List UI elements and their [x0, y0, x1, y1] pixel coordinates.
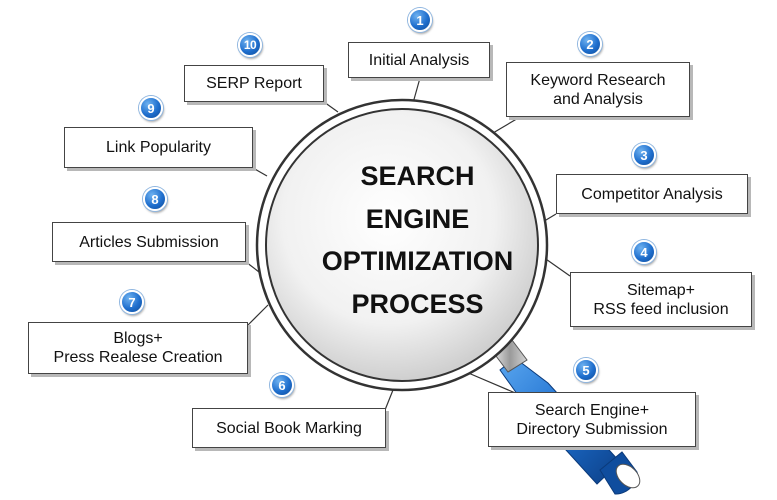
title-line: PROCESS — [351, 288, 484, 319]
step-label: Competitor Analysis — [581, 185, 723, 203]
step-7-box: Blogs+ Press Realese Creation — [28, 322, 248, 374]
leader-lines — [245, 77, 571, 411]
step-2-box: Keyword Research and Analysis — [506, 62, 690, 117]
step-label: Articles Submission — [79, 233, 219, 251]
step-2-badge: 2 — [578, 32, 602, 56]
leader-line-5 — [465, 371, 521, 396]
title-line: ENGINE — [365, 203, 470, 234]
step-4-box: Sitemap+ RSS feed inclusion — [570, 272, 752, 327]
step-label: Keyword Research — [530, 71, 666, 89]
leader-line-2 — [492, 116, 521, 134]
step-label: Link Popularity — [106, 139, 211, 156]
step-3-badge: 3 — [632, 143, 656, 167]
leader-line-8 — [245, 261, 260, 273]
lens-glass — [265, 108, 539, 382]
leader-line-7 — [247, 304, 269, 326]
leader-line-4 — [542, 256, 571, 277]
step-label: SERP Report — [206, 75, 302, 92]
step-10-badge: 10 — [238, 33, 262, 57]
step-label: Search Engine+ — [534, 401, 650, 419]
step-4-badge: 4 — [632, 240, 656, 264]
step-3-box: Competitor Analysis — [556, 174, 748, 214]
step-5-box: Search Engine+ Directory Submission — [488, 392, 696, 447]
step-label: Sitemap+ — [626, 281, 696, 299]
step-label: and Analysis — [553, 90, 643, 108]
step-5-badge: 5 — [574, 358, 598, 382]
leader-line-10 — [323, 101, 339, 113]
step-label: Social Book Marking — [216, 419, 362, 437]
diagram-title: SEARCH ENGINE OPTIMIZATION PROCESS — [300, 160, 535, 320]
step-1-badge: 1 — [408, 8, 432, 32]
title-line: SEARCH — [360, 161, 475, 191]
step-9-box: Link Popularity — [64, 127, 253, 168]
step-8-badge: 8 — [143, 187, 167, 211]
step-6-badge: 6 — [270, 373, 294, 397]
step-label: Blogs+ — [113, 330, 163, 347]
step-8-box: Articles Submission — [52, 222, 246, 262]
leader-line-1 — [412, 77, 421, 104]
step-6-box: Social Book Marking — [192, 408, 386, 448]
title-line: OPTIMIZATION — [321, 246, 514, 277]
step-label: Press Realese Creation — [53, 349, 223, 366]
leader-line-9 — [252, 167, 268, 177]
step-label: Initial Analysis — [368, 51, 470, 69]
step-10-box: SERP Report — [184, 65, 324, 102]
step-label: RSS feed inclusion — [593, 300, 729, 318]
step-7-badge: 7 — [120, 290, 144, 314]
step-label: Directory Submission — [516, 420, 668, 438]
step-9-badge: 9 — [139, 96, 163, 120]
step-1-box: Initial Analysis — [348, 42, 490, 78]
